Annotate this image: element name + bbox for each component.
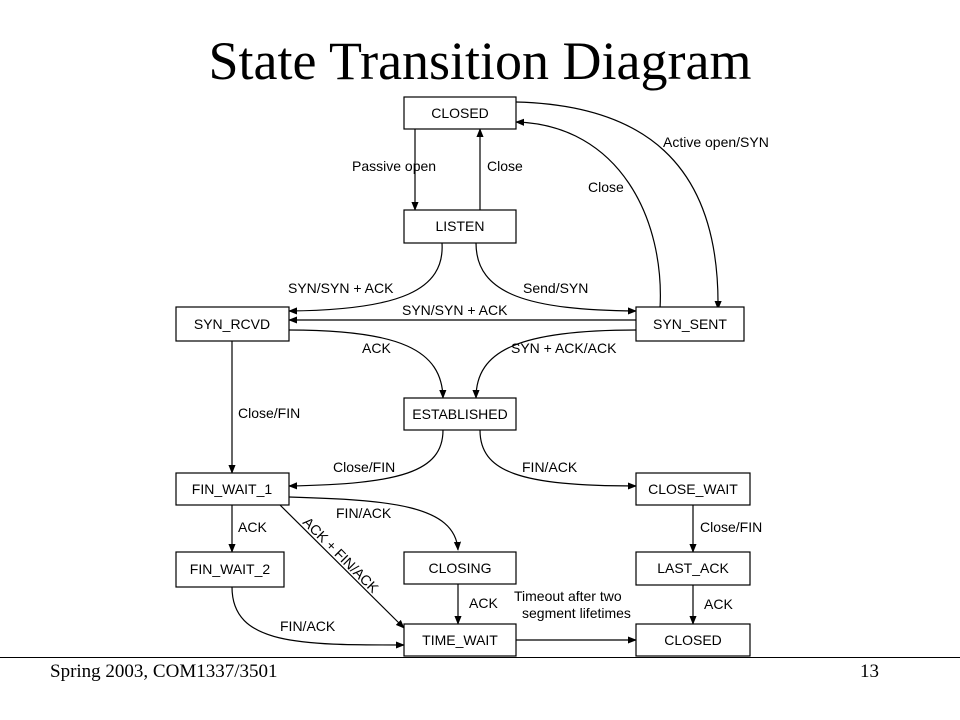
label-closewait-lastack: Close/FIN	[700, 519, 762, 535]
state-label: CLOSING	[428, 560, 491, 576]
footer-divider	[0, 657, 960, 658]
label-finwait2-timewait: FIN/ACK	[280, 618, 336, 634]
edge-synrcvd-established	[288, 329, 447, 399]
edge-established-closewait	[479, 429, 637, 490]
label-listen-synrcvd: SYN/SYN + ACK	[288, 280, 394, 296]
state-label: SYN_SENT	[653, 316, 727, 332]
state-fin-wait-1: FIN_WAIT_1	[175, 472, 290, 506]
label-lastack-closed: ACK	[704, 596, 733, 612]
state-label: CLOSED	[431, 105, 489, 121]
label-synsent-synrcvd: SYN/SYN + ACK	[402, 302, 508, 318]
state-time-wait: TIME_WAIT	[403, 623, 517, 657]
state-closed-bottom: CLOSED	[635, 623, 751, 657]
state-label: CLOSED	[664, 632, 722, 648]
label-synsent-established: SYN + ACK/ACK	[511, 340, 617, 356]
label-established-closewait: FIN/ACK	[522, 459, 578, 475]
edge-finwait1-timewait	[279, 504, 405, 629]
state-label: CLOSE_WAIT	[648, 481, 738, 497]
state-closing: CLOSING	[403, 551, 517, 585]
label-established-finwait1: Close/FIN	[333, 459, 395, 475]
label-listen-synsent: Send/SYN	[523, 280, 588, 296]
label-synrcvd-finwait1: Close/FIN	[238, 405, 300, 421]
label-finwait1-timewait: ACK + FIN/ACK	[300, 514, 382, 596]
edge-established-finwait1	[288, 429, 444, 490]
edge-finwait1-closing	[288, 496, 462, 551]
state-label: TIME_WAIT	[422, 632, 498, 648]
state-label: LISTEN	[435, 218, 484, 234]
slide-title: State Transition Diagram	[208, 31, 752, 91]
state-label: FIN_WAIT_2	[190, 561, 271, 577]
label-active-open: Active open/SYN	[663, 134, 769, 150]
label-passive-open: Passive open	[352, 158, 436, 174]
state-fin-wait-2: FIN_WAIT_2	[175, 551, 285, 588]
state-label: SYN_RCVD	[194, 316, 270, 332]
label-close-synsent: Close	[588, 179, 624, 195]
label-finwait1-finwait2: ACK	[238, 519, 267, 535]
state-diagram: CLOSED LISTEN SYN_RCVD SYN_SENT ESTABLIS…	[175, 96, 769, 657]
state-syn-rcvd: SYN_RCVD	[175, 306, 290, 342]
label-finwait1-closing: FIN/ACK	[336, 505, 392, 521]
state-listen: LISTEN	[403, 209, 517, 244]
edge-listen-synrcvd	[288, 242, 443, 315]
label-synrcvd-established: ACK	[362, 340, 391, 356]
state-label: FIN_WAIT_1	[192, 481, 273, 497]
footer-course: Spring 2003, COM1337/3501	[50, 661, 278, 682]
state-label: LAST_ACK	[657, 560, 729, 576]
label-close-listen: Close	[487, 158, 523, 174]
edge-close-synsent	[515, 118, 661, 310]
state-syn-sent: SYN_SENT	[635, 306, 745, 342]
edge-active-open	[515, 101, 722, 310]
state-closed-top: CLOSED	[403, 96, 517, 130]
state-label: ESTABLISHED	[412, 406, 507, 422]
footer-page-number: 13	[860, 661, 879, 682]
label-timeout-line2: segment lifetimes	[522, 605, 631, 621]
edge-finwait2-timewait	[231, 586, 405, 649]
label-closing-timewait: ACK	[469, 595, 498, 611]
edge-listen-synsent	[475, 242, 637, 315]
state-established: ESTABLISHED	[403, 397, 517, 431]
edge-synsent-established	[472, 329, 637, 399]
state-last-ack: LAST_ACK	[635, 551, 751, 586]
state-close-wait: CLOSE_WAIT	[635, 472, 751, 506]
label-timeout-line1: Timeout after two	[514, 588, 622, 604]
